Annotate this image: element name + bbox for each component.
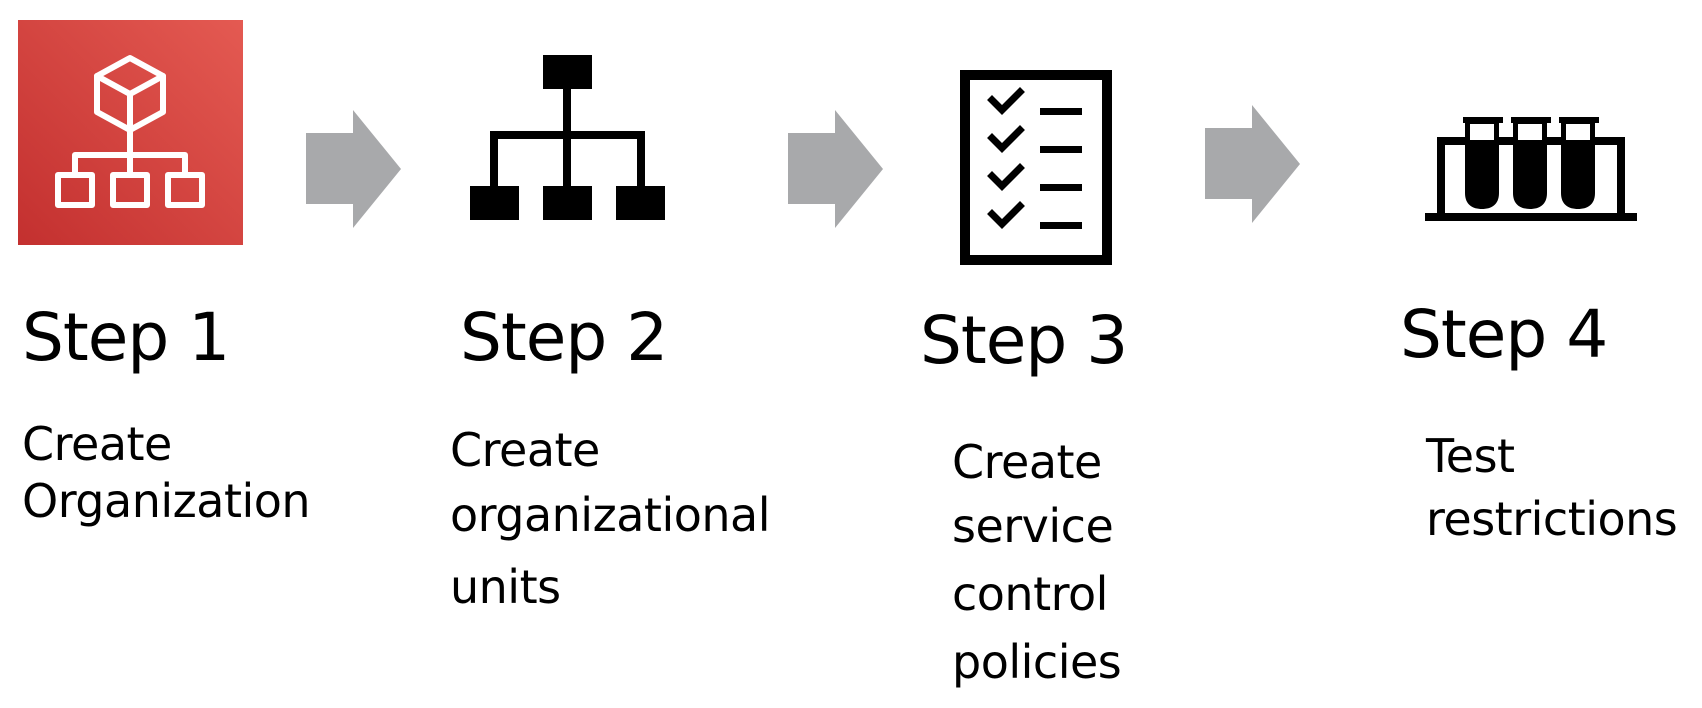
step-2-description: Create organizational units (450, 423, 771, 620)
step-4-description-line: Test (1426, 429, 1515, 483)
step-3-description-line: Create (952, 435, 1102, 489)
step-4-title: Step 4 (1400, 296, 1608, 373)
right-arrow-icon (306, 110, 401, 228)
step-3-description-line: control (952, 567, 1108, 621)
step-4-description: Test restrictions (1426, 429, 1678, 558)
org-chart-hierarchy-icon (470, 55, 665, 220)
step-2-description-line: Create (450, 423, 600, 477)
right-arrow-icon (788, 110, 883, 228)
step-1-description-line: Create (22, 417, 172, 471)
aws-organizations-icon (18, 20, 243, 245)
test-tubes-rack-icon (1425, 115, 1637, 223)
step-2-title: Step 2 (460, 299, 668, 376)
step-2-description-line: organizational (450, 488, 771, 542)
step-3-description: Create service control policies (952, 432, 1122, 696)
step-3-description-line: service (952, 499, 1114, 553)
step-4-description-line: restrictions (1426, 492, 1678, 546)
right-arrow-icon (1205, 105, 1300, 223)
step-3-title: Step 3 (920, 302, 1128, 379)
step-2-description-line: units (450, 560, 561, 614)
step-1-title: Step 1 (22, 299, 230, 376)
step-1-description-line: Organization (22, 474, 311, 528)
checklist-icon (960, 70, 1112, 265)
step-1-description: Create Organization (22, 417, 311, 534)
step-3-description-line: policies (952, 635, 1122, 689)
